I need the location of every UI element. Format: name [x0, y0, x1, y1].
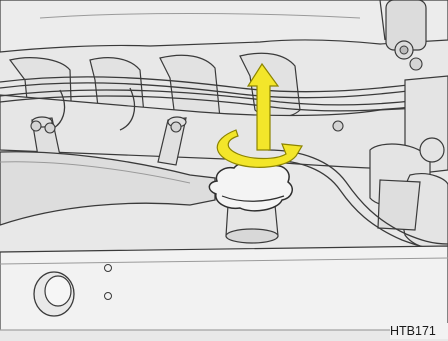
figure-code: HTB171	[390, 323, 448, 339]
